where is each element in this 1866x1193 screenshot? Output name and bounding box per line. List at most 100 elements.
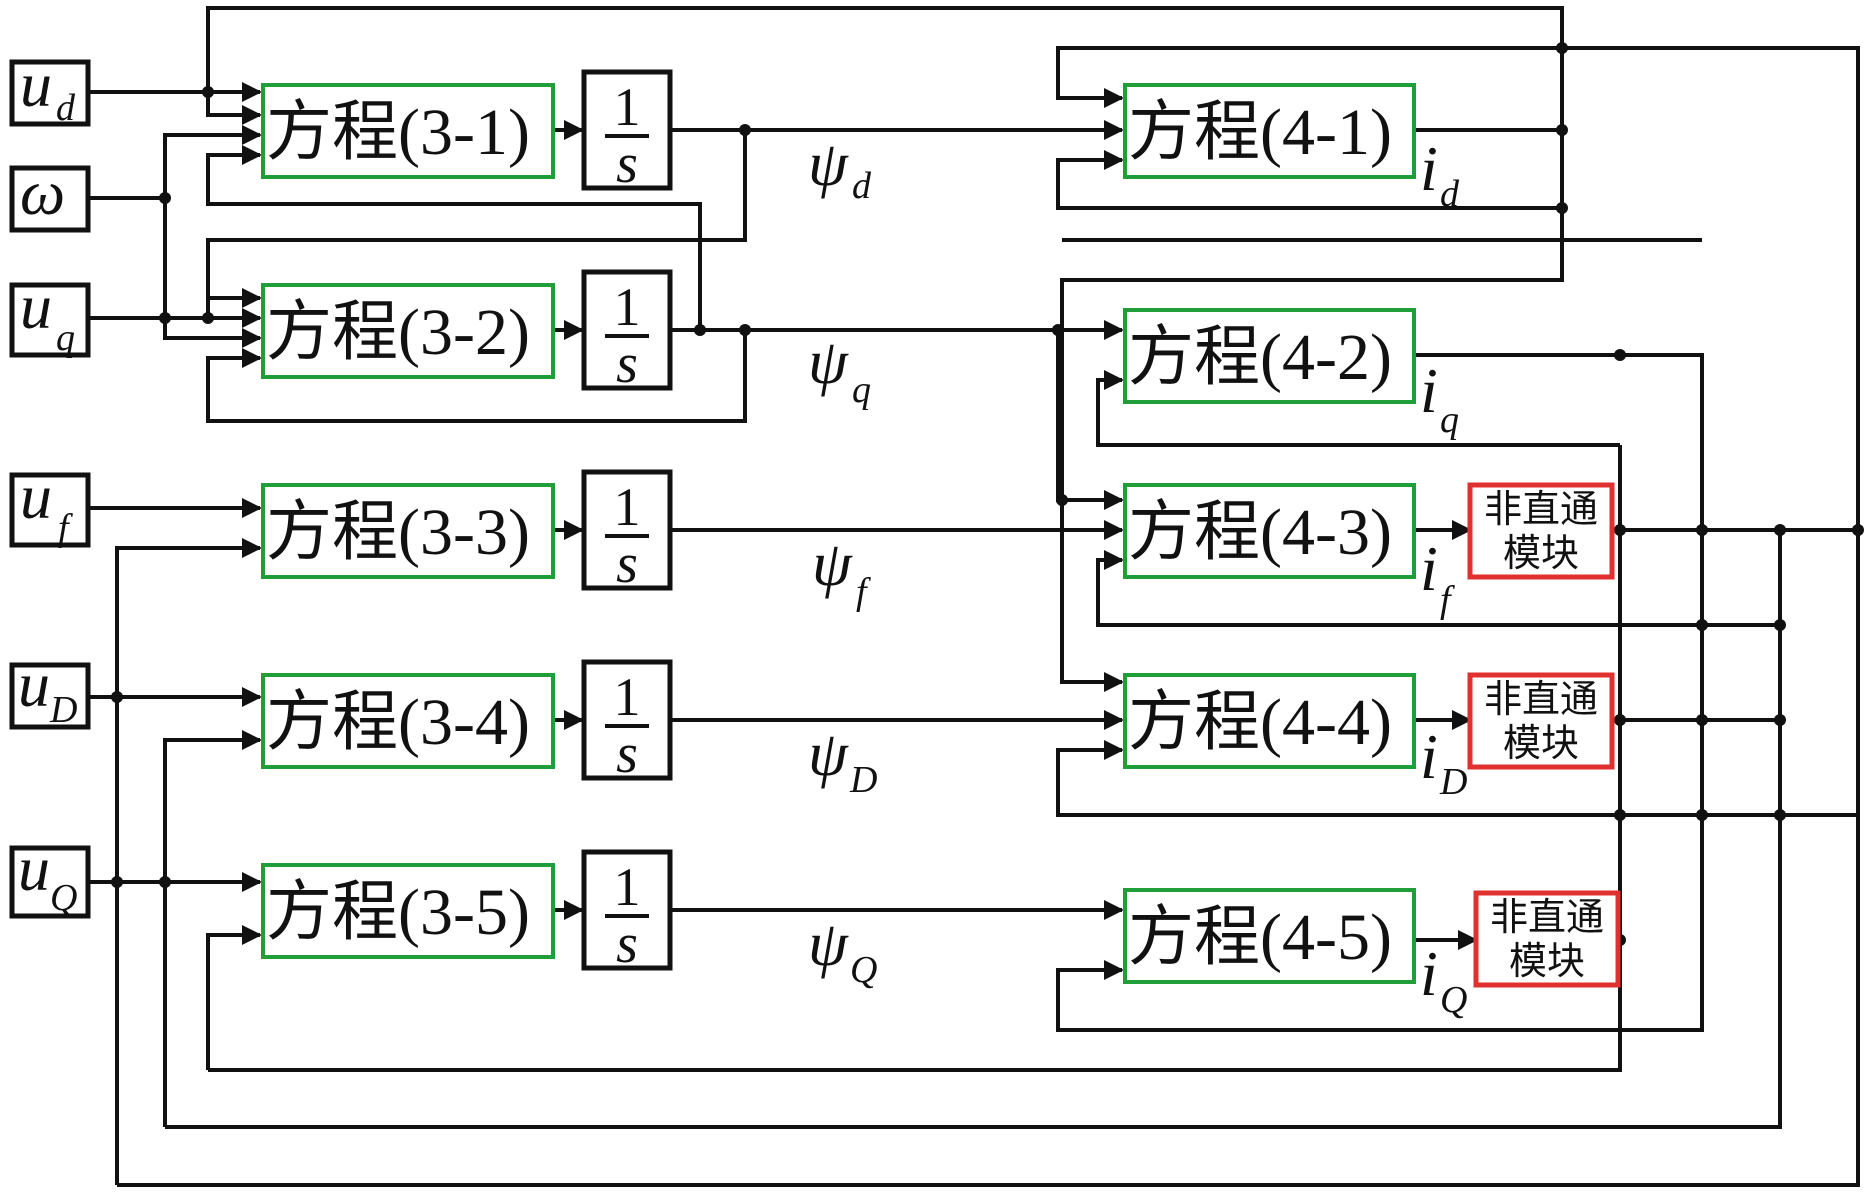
junction-dot bbox=[202, 86, 214, 98]
equation-box-3-4 bbox=[261, 673, 555, 769]
wire-omega-up bbox=[163, 125, 262, 198]
wire-fb-eq34 bbox=[163, 730, 262, 1127]
current-symbol: i bbox=[1420, 533, 1438, 604]
equation-label: 方程(4-3) bbox=[1128, 496, 1392, 569]
wire-eq41-top-loop bbox=[1056, 46, 1562, 108]
integrator-denominator: s bbox=[616, 723, 638, 785]
integrator-numerator: 1 bbox=[614, 77, 641, 137]
equation-label: 方程(3-2) bbox=[266, 296, 530, 369]
flux-symbol: ψ bbox=[808, 908, 849, 979]
current-symbol: i bbox=[1420, 133, 1438, 204]
current-subscript: Q bbox=[1440, 979, 1467, 1021]
equation-box-4-5 bbox=[1123, 888, 1416, 984]
wire-psiq-to-eq43 bbox=[1056, 330, 1124, 510]
wire-fb-eq33 bbox=[115, 538, 262, 1185]
junction-dot bbox=[1614, 349, 1626, 361]
current-symbol: i bbox=[1420, 938, 1438, 1009]
integrator-numerator: 1 bbox=[614, 667, 641, 727]
equation-box-3-3 bbox=[261, 483, 555, 579]
integrator-numerator: 1 bbox=[614, 277, 641, 337]
integrator-box bbox=[581, 849, 673, 971]
junction-dot bbox=[694, 324, 706, 336]
current-equation-blocks: 方程(4-1) 方程(4-2) 方程(4-3) 方程(4-4) 方程(4-5) bbox=[1123, 83, 1416, 984]
junction-dot bbox=[1696, 619, 1708, 631]
flux-subscript: f bbox=[856, 571, 871, 613]
nondirect-line1: 非直通 bbox=[1484, 677, 1598, 721]
input-symbol: u bbox=[20, 49, 52, 120]
integrator-numerator: 1 bbox=[614, 857, 641, 917]
junction-dot bbox=[1614, 524, 1626, 536]
input-box-omega bbox=[9, 165, 91, 233]
junction-dot bbox=[1614, 809, 1626, 821]
junction-dot bbox=[1696, 809, 1708, 821]
input-symbol: u bbox=[18, 833, 50, 904]
junction-dot bbox=[1696, 524, 1708, 536]
input-box-uD bbox=[9, 662, 91, 730]
junction-dots bbox=[111, 42, 1864, 946]
equation-label: 方程(3-4) bbox=[266, 686, 530, 759]
wire-psiq-to-eq31 bbox=[206, 145, 702, 330]
flux-subscript: q bbox=[852, 369, 871, 411]
junction-dot bbox=[202, 312, 214, 324]
junction-dot bbox=[1774, 619, 1786, 631]
input-box-uQ bbox=[9, 845, 91, 919]
input-box-uf bbox=[9, 472, 91, 548]
wires bbox=[88, 6, 1860, 1187]
input-blocks: u d ω u q u f u D u Q bbox=[9, 49, 91, 919]
junction-dot bbox=[739, 124, 751, 136]
current-symbol: i bbox=[1420, 355, 1438, 426]
junction-dot bbox=[159, 192, 171, 204]
equation-box-3-5 bbox=[261, 863, 555, 959]
nondirect-line2: 模块 bbox=[1503, 531, 1579, 575]
equation-box-4-2 bbox=[1123, 308, 1416, 404]
wire-psid-to-eq32 bbox=[206, 130, 747, 298]
equation-box-4-4 bbox=[1123, 673, 1416, 769]
integrator-numerator: 1 bbox=[614, 477, 641, 537]
nondirect-line1: 非直通 bbox=[1490, 895, 1604, 939]
input-symbol: u bbox=[20, 461, 52, 532]
flux-subscript: d bbox=[852, 165, 872, 207]
junction-dot bbox=[1774, 714, 1786, 726]
wire-eq42-second bbox=[1096, 370, 1620, 447]
junction-dot bbox=[1056, 494, 1068, 506]
nondirect-line2: 模块 bbox=[1509, 939, 1585, 983]
equation-label: 方程(4-2) bbox=[1128, 321, 1392, 394]
junction-dot bbox=[1556, 202, 1568, 214]
wire-uq-loop bbox=[206, 288, 262, 318]
wire-right-bus bbox=[208, 445, 1622, 1072]
flux-subscript: D bbox=[849, 759, 877, 801]
junction-dot bbox=[1556, 124, 1568, 136]
nondirect-line1: 非直通 bbox=[1484, 487, 1598, 531]
junction-dot bbox=[1852, 524, 1864, 536]
integrator-denominator: s bbox=[616, 333, 638, 395]
junction-dot bbox=[1696, 714, 1708, 726]
flux-symbol: ψ bbox=[808, 718, 849, 789]
integrator-denominator: s bbox=[616, 533, 638, 595]
junction-dot bbox=[1052, 324, 1064, 336]
flux-symbol: ψ bbox=[808, 326, 849, 397]
wire-uq-to-eq32 bbox=[88, 316, 262, 348]
flux-symbol: ψ bbox=[812, 528, 853, 599]
nondirect-box bbox=[1473, 890, 1621, 988]
flux-symbol: ψ bbox=[808, 128, 849, 199]
input-symbol: u bbox=[20, 271, 52, 342]
nondirect-blocks: 非直通 模块 非直通 模块 非直通 模块 bbox=[1467, 482, 1621, 988]
flux-subscript: Q bbox=[850, 949, 877, 991]
equation-box-3-1 bbox=[261, 83, 555, 179]
wire-right-bus-3 bbox=[117, 530, 1860, 1187]
junction-dot bbox=[111, 876, 123, 888]
flux-equation-blocks: 方程(3-1) 方程(3-2) 方程(3-3) 方程(3-4) 方程(3-5) bbox=[261, 83, 555, 959]
input-box-ud bbox=[9, 59, 91, 127]
wire-fb-eq35 bbox=[206, 925, 262, 1070]
wire-ud-top-loop bbox=[206, 6, 1564, 692]
nondirect-box bbox=[1467, 482, 1615, 580]
integrator-blocks: 1 s 1 s 1 s 1 s 1 s bbox=[581, 69, 673, 975]
junction-dot bbox=[1614, 714, 1626, 726]
input-subscript: q bbox=[56, 317, 75, 359]
integrator-box bbox=[581, 269, 673, 391]
current-symbol: i bbox=[1420, 721, 1438, 792]
equation-box-4-3 bbox=[1123, 483, 1416, 579]
equation-label: 方程(4-4) bbox=[1128, 686, 1392, 759]
junction-dot bbox=[111, 691, 123, 703]
